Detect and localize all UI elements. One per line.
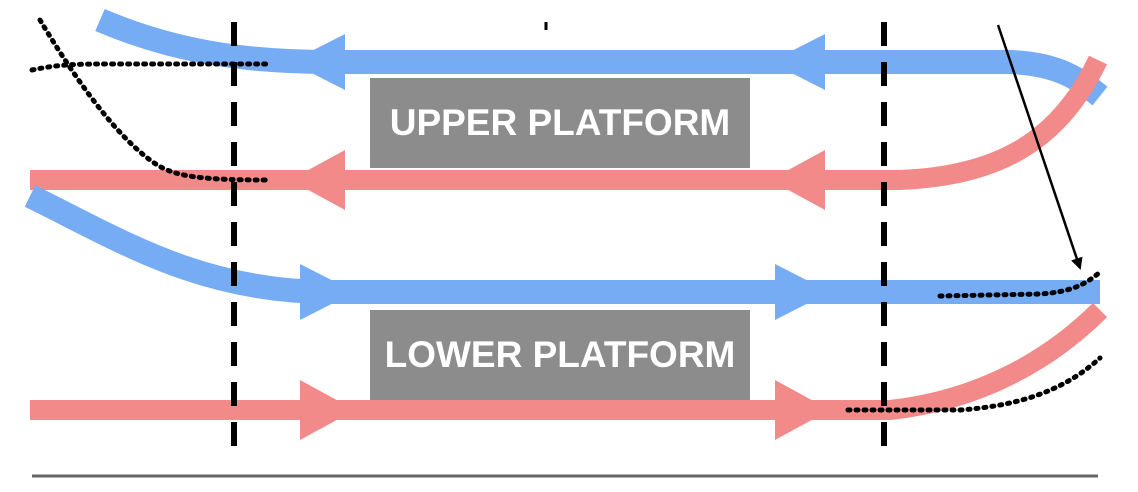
arrowhead-icon <box>290 34 345 90</box>
upper-platform-label: UPPER PLATFORM <box>389 102 731 143</box>
dotted-line-bottom-right <box>845 355 1103 413</box>
lower-platform-label: LOWER PLATFORM <box>384 334 736 375</box>
arrowhead-icon <box>770 34 825 90</box>
arrowhead-icon <box>775 264 830 320</box>
upper-platform-box <box>370 78 750 168</box>
track-lower-red <box>30 302 1108 420</box>
arrowhead-icon <box>290 150 345 210</box>
arrowhead-icon <box>770 150 825 210</box>
arrowhead-icon <box>300 264 355 320</box>
dotted-line-curve-left <box>37 17 271 183</box>
lower-platform-box <box>370 310 750 400</box>
track-upper-red <box>30 55 1108 190</box>
pointer-arrow-icon <box>996 24 1083 270</box>
dotted-line-lower-right <box>937 269 1103 299</box>
track-lower-blue <box>24 185 1100 304</box>
arrowhead-icon <box>775 380 830 440</box>
dotted-line-upper-left <box>29 61 271 73</box>
arrowhead-icon <box>300 380 355 440</box>
